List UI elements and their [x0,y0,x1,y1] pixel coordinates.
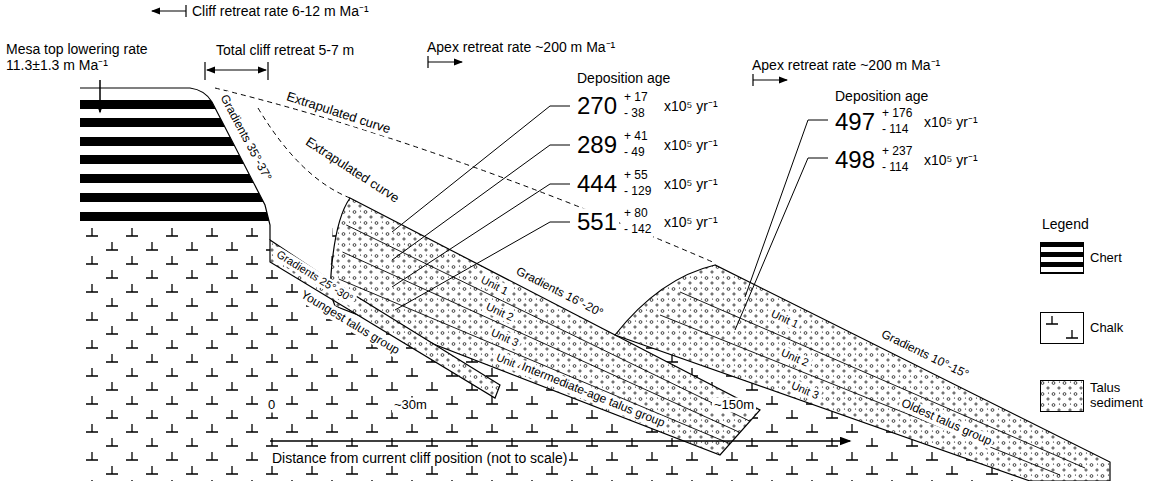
legend-title: Legend [1040,216,1091,232]
age-unit: x10⁵ yr⁻¹ [922,152,980,168]
leader-lines [392,106,828,330]
age-value: 498 [833,146,877,174]
extrapolated-curve [215,88,715,263]
rate-label: Mesa top lowering rate 11.3±1.3 m Ma⁻¹ [4,41,168,73]
age-value: 270 [575,92,619,120]
legend-swatch [1040,312,1084,344]
unit-label: Unit 2 [777,345,812,370]
age-error: + 41 [622,130,650,144]
chalk-pattern [80,198,1110,481]
heading-label: Deposition age [833,88,930,104]
age-error: - 114 [880,123,910,137]
apex-retreat-arrow [428,61,462,62]
rate-label: Cliff retreat rate 6-12 m Ma⁻¹ [190,3,371,19]
axis-tick: ~150m [712,398,756,413]
unit-boundaries [660,292,1085,475]
age-error: - 49 [622,146,647,160]
lowering-arrow [99,80,101,112]
distance-arrow [270,440,850,442]
age-error: + 17 [622,91,650,105]
curve-label: Extrapulated curve [283,89,395,138]
unit-label: Unit 2 [482,299,517,324]
age-error: - 129 [622,185,653,199]
axis-tick: ~30m [392,398,429,413]
cliff-retreat-arrow [152,10,186,11]
axis-tick: 0 [266,398,277,413]
legend-label: Talus sediment [1090,381,1150,411]
chalk-bedrock [80,198,1110,481]
heading-label: Deposition age [575,70,672,86]
youngest-talus [270,240,500,398]
age-unit: x10⁵ yr⁻¹ [922,114,980,130]
age-error: + 55 [622,169,650,183]
retreat-bracket [207,69,266,70]
tick [185,5,186,17]
rate-label: Apex retreat rate ~200 m Ma⁻¹ [750,57,942,73]
age-value: 289 [575,131,619,159]
age-error: + 176 [880,107,914,121]
age-unit: x10⁵ yr⁻¹ [662,137,720,153]
curve-label: Extrapulated curve [301,134,403,208]
unit-label: Unit 3 [487,325,522,350]
age-value: 497 [833,108,877,136]
age-unit: x10⁵ yr⁻¹ [662,176,720,192]
age-unit: x10⁵ yr⁻¹ [662,214,720,230]
unit-label: Unit 1 [477,272,512,298]
axis-title: Distance from current cliff position (no… [270,450,569,466]
apex-retreat-arrow [753,79,787,80]
group-label: Oldest talus group [897,396,995,450]
legend-label: Chert [1090,251,1122,266]
gradient-label: Gradients 10°-15° [877,327,973,383]
oldest-talus [615,265,1110,481]
legend-swatch [1040,242,1084,274]
age-error: - 38 [622,107,647,121]
age-error: - 114 [880,161,910,175]
dimension-label: Total cliff retreat 5-7 m [214,42,356,58]
unit-label: Unit 1 [767,306,802,331]
legend-label: Chalk [1090,321,1123,336]
age-value: 551 [575,208,619,236]
age-error: - 142 [622,223,653,237]
tick [427,56,428,68]
legend-item: Chalk [1040,312,1123,344]
gradient-label: Gradients 35°-37° [216,91,275,185]
rate-label: Apex retreat rate ~200 m Ma⁻¹ [425,39,617,55]
group-label: Intermediate-age talus group [517,360,668,432]
unit-label: Unit 3 [788,378,823,402]
age-error: + 80 [622,207,650,221]
cliff-profile [80,88,270,240]
age-unit: x10⁵ yr⁻¹ [662,98,720,114]
legend-swatch [1040,380,1084,412]
legend-item: Chert [1040,242,1122,274]
bracket-ticks [205,62,268,80]
age-error: + 237 [880,145,914,159]
chert-mesa [80,88,280,228]
age-value: 444 [575,170,619,198]
tick [752,74,753,86]
legend-item: Talus sediment [1040,380,1150,412]
gradient-label: Gradients 16°-20° [512,264,607,322]
